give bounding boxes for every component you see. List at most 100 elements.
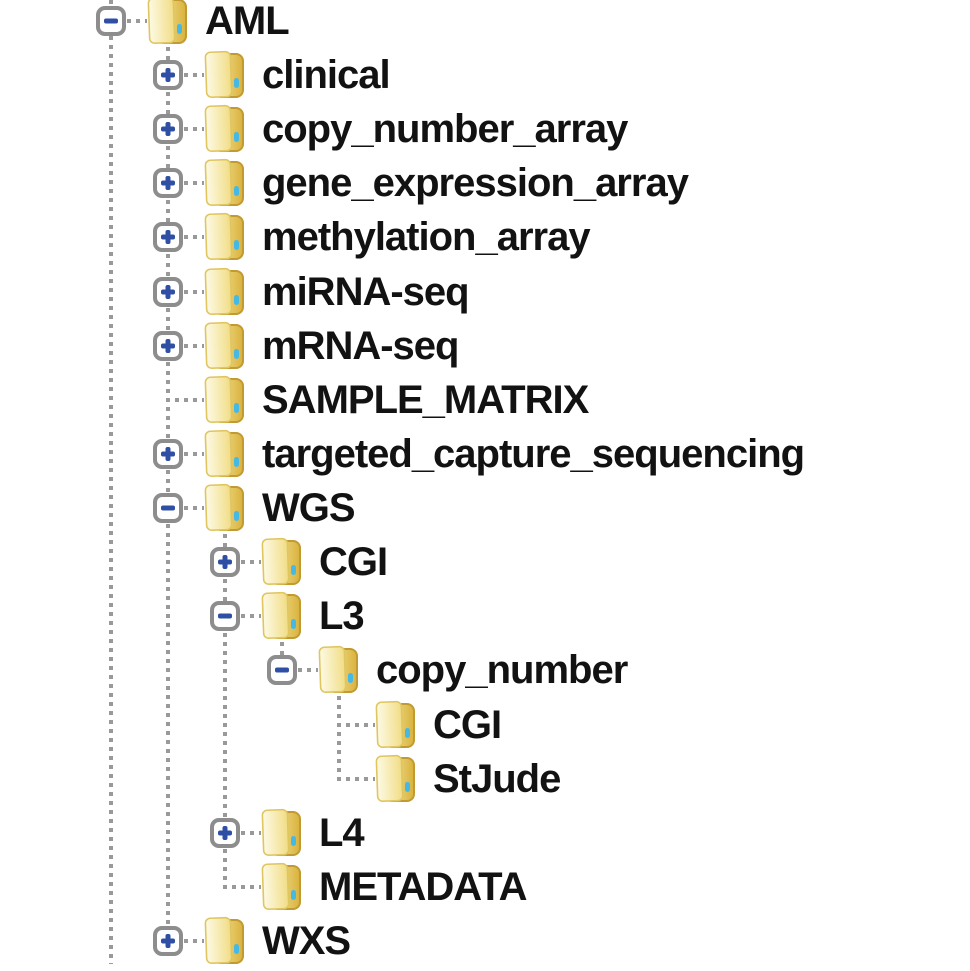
connector-dots [337,722,375,727]
collapse-icon[interactable] [96,6,126,36]
expand-icon[interactable] [153,60,183,91]
folder-icon[interactable] [201,916,247,966]
expander-sign [165,68,171,83]
folder-name-label[interactable]: L3 [319,594,365,639]
connector-dots [127,19,147,23]
folder-name-label[interactable]: copy_number_array [262,107,628,152]
connector-dots [223,884,261,889]
connector-dots [184,506,204,511]
folder-name-label[interactable]: methylation_array [262,215,591,260]
expand-icon[interactable] [210,547,240,578]
folder-icon[interactable] [258,537,304,587]
folder-icon[interactable] [258,808,304,858]
connector-dots [184,343,204,348]
tree-node-row: WXS [0,914,970,968]
folder-icon[interactable] [201,50,247,100]
connector-dots [241,830,261,835]
tree-node-row: WGS [0,481,970,535]
folder-icon[interactable] [201,158,247,208]
expand-icon[interactable] [153,168,183,199]
expander-sign [275,667,289,673]
folder-name-label[interactable]: CGI [433,702,502,747]
tree-node-row: gene_expression_array [0,156,970,210]
tree-node-row: METADATA [0,860,970,914]
tree-node-row: StJude [0,752,970,806]
folder-icon[interactable] [201,104,247,154]
expander-sign [165,338,171,353]
expand-icon[interactable] [210,817,240,848]
folder-name-label[interactable]: mRNA-seq [262,323,459,368]
tree-node-row: mRNA-seq [0,319,970,373]
tree-node-row: copy_number [0,643,970,697]
folder-name-label[interactable]: clinical [262,53,391,98]
folder-name-label[interactable]: WXS [262,919,351,964]
folder-name-label[interactable]: CGI [319,540,388,585]
tree-node-row: targeted_capture_sequencing [0,427,970,481]
connector-dots [184,127,204,132]
folder-name-label[interactable]: SAMPLE_MATRIX [262,377,589,422]
folder-icon[interactable] [201,212,247,262]
connector-dots [184,73,204,78]
connector-dots [337,776,375,781]
folder-name-label[interactable]: AML [205,0,290,43]
expander-sign [165,176,171,191]
collapse-icon[interactable] [267,655,297,686]
folder-icon[interactable] [201,429,247,479]
folder-name-label[interactable]: targeted_capture_sequencing [262,431,805,476]
expand-icon[interactable] [153,114,183,145]
expander-sign [222,825,228,840]
tree-node-row: clinical [0,48,970,102]
connector-line [223,534,227,887]
connector-dots [184,235,204,240]
folder-icon[interactable] [201,375,247,425]
connector-dots [166,397,204,402]
expander-sign [165,122,171,137]
expand-icon[interactable] [153,276,183,307]
collapse-icon[interactable] [210,601,240,632]
folder-icon[interactable] [372,700,418,750]
connector-dots [184,451,204,456]
expander-sign [165,934,171,949]
connector-dots [184,181,204,186]
folder-icon[interactable] [201,267,247,317]
connector-line [337,696,341,779]
expand-icon[interactable] [153,926,183,957]
tree-node-row: copy_number_array [0,102,970,156]
folder-icon[interactable] [372,754,418,804]
connector-dots [241,560,261,565]
folder-name-label[interactable]: WGS [262,486,356,531]
folder-name-label[interactable]: gene_expression_array [262,161,689,206]
folder-icon[interactable] [201,321,247,371]
collapse-icon[interactable] [153,493,183,524]
connector-dots [241,614,261,619]
folder-icon[interactable] [144,0,190,46]
expander-sign [165,284,171,299]
folder-icon[interactable] [258,862,304,912]
tree-node-row: methylation_array [0,210,970,264]
connector-line [109,0,113,964]
expander-sign [104,18,118,24]
folder-icon[interactable] [315,645,361,695]
expand-icon[interactable] [153,330,183,361]
folder-name-label[interactable]: L4 [319,810,365,855]
folder-name-label[interactable]: miRNA-seq [262,269,470,314]
folder-icon[interactable] [201,483,247,533]
expand-icon[interactable] [153,222,183,253]
folder-name-label[interactable]: METADATA [319,864,528,909]
connector-dots [184,939,204,944]
expand-icon[interactable] [153,438,183,469]
expander-sign [218,613,232,619]
tree-node-row: SAMPLE_MATRIX [0,373,970,427]
expander-sign [161,505,175,511]
tree-node-row: L3 [0,589,970,643]
expander-sign [222,555,228,570]
folder-icon[interactable] [258,591,304,641]
tree-node-row: CGI [0,535,970,589]
tree-node-row: miRNA-seq [0,265,970,319]
tree-node-row: AML [0,0,970,48]
connector-dots [184,289,204,294]
folder-name-label[interactable]: StJude [433,756,561,801]
tree-node-row: L4 [0,806,970,860]
folder-name-label[interactable]: copy_number [376,648,628,693]
